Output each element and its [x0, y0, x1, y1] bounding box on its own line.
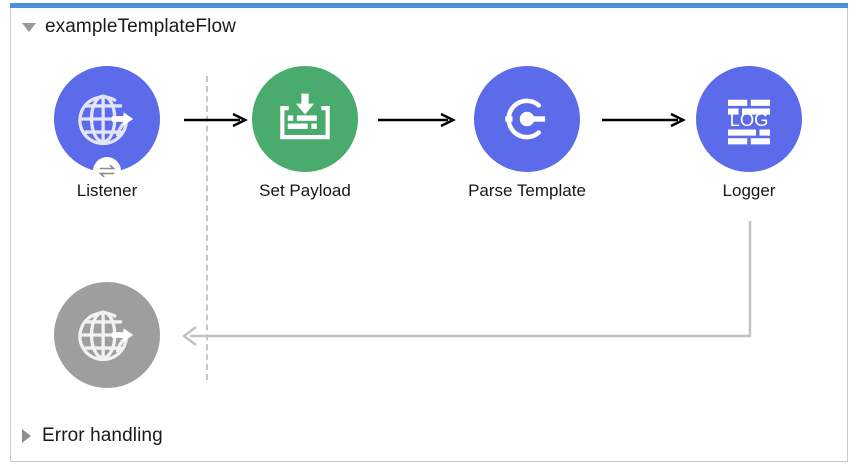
log-lines-icon: LOG [728, 99, 770, 145]
node-listener-circle[interactable] [54, 66, 160, 185]
globe-arrow-pointer [111, 328, 134, 342]
node-set-payload[interactable]: Set Payload [246, 66, 364, 201]
tray-download-icon [280, 93, 330, 140]
node-error-listener-circle[interactable] [54, 282, 160, 388]
arrow-right-icon [602, 112, 686, 128]
triangle-right-icon[interactable] [22, 429, 31, 443]
parse-template-c-icon [505, 98, 546, 140]
node-parse-template-circle[interactable] [474, 66, 580, 172]
connector-set-payload-to-parse-template [378, 112, 456, 128]
error-handling-header[interactable]: Error handling [22, 423, 163, 449]
triangle-down-icon[interactable] [22, 22, 36, 32]
arrow-right-icon [378, 112, 456, 128]
node-set-payload-label: Set Payload [259, 181, 351, 200]
connector-parse-template-to-logger [602, 112, 686, 128]
node-listener[interactable]: Listener [48, 66, 166, 201]
node-parse-template[interactable]: Parse Template [468, 66, 586, 201]
flow-accent-bar [10, 3, 848, 8]
node-listener-label: Listener [76, 181, 138, 200]
log-text: LOG [730, 109, 769, 130]
node-set-payload-circle[interactable] [252, 66, 358, 172]
node-logger[interactable]: LOG Logger [690, 66, 808, 201]
connector-listener-to-set-payload [184, 112, 248, 128]
listener-badge [93, 157, 121, 185]
node-error-listener[interactable] [48, 282, 166, 388]
error-handling-label: Error handling [42, 425, 163, 446]
globe-arrow-icon [78, 310, 134, 362]
arrow-right-icon [184, 112, 248, 128]
node-logger-label: Logger [722, 181, 776, 200]
globe-arrow-pointer [111, 112, 134, 126]
flow-header[interactable]: exampleTemplateFlow [22, 14, 236, 40]
globe-arrow-icon [78, 94, 134, 146]
flow-name: exampleTemplateFlow [45, 16, 236, 37]
node-logger-circle[interactable]: LOG [696, 66, 802, 172]
node-parse-template-label: Parse Template [468, 181, 586, 200]
bidirectional-arrows-icon [98, 164, 116, 178]
